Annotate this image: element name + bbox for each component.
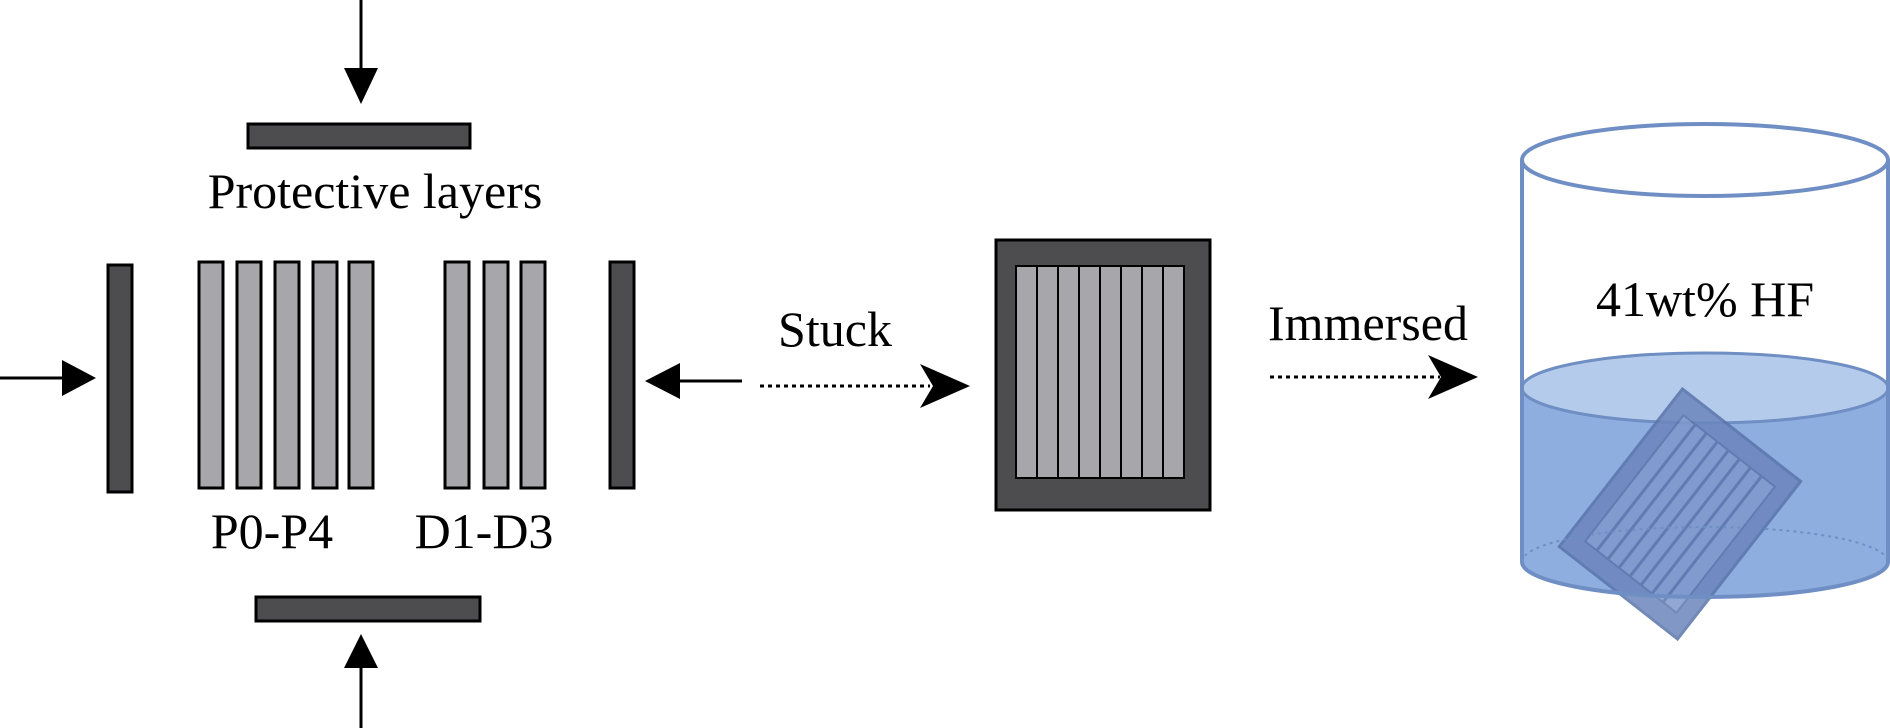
right-press-arrow [645,363,742,399]
right-protective-layer [608,260,636,490]
top-press-arrow [344,0,378,104]
hf-beaker: 41wt% HF [1520,122,1890,642]
stuck-transition: Stuck [760,301,970,408]
left-protective-layer [106,263,134,494]
immersed-transition: Immersed [1268,295,1478,399]
beaker-bottom-front-edge [1520,561,1890,599]
bonded-plate-dividers [1036,266,1164,478]
stuck-label: Stuck [778,301,892,357]
top-protective-layer [246,122,472,150]
plates-p0-p4-label: P0-P4 [211,503,333,559]
plates-d1-d3-label: D1-D3 [415,503,554,559]
plate-p1 [235,260,263,490]
plate-p0 [197,260,225,490]
stuck-arrowhead [920,364,970,408]
plate-p4 [347,260,375,490]
plate-d1 [443,260,471,490]
plates-p0-p4 [197,260,375,490]
immersed-arrowhead [1428,355,1478,399]
plate-d2 [482,260,510,490]
plate-d3 [519,260,547,490]
beaker-bottom-back-edge [1521,526,1889,563]
exploded-stack: Protective layers P0-P4 [0,0,742,728]
beaker-top-rim [1520,122,1890,198]
bottom-press-arrow [344,634,378,728]
plate-p3 [311,260,339,490]
hf-solution-label: 41wt% HF [1596,271,1814,327]
submerged-stack [1557,386,1803,642]
plates-d1-d3 [443,260,547,490]
immersed-label: Immersed [1268,295,1468,351]
bonded-stack [994,238,1212,512]
protective-layers-label: Protective layers [208,163,543,219]
left-press-arrow [0,360,96,396]
bottom-protective-layer [254,595,482,623]
plate-p2 [273,260,301,490]
